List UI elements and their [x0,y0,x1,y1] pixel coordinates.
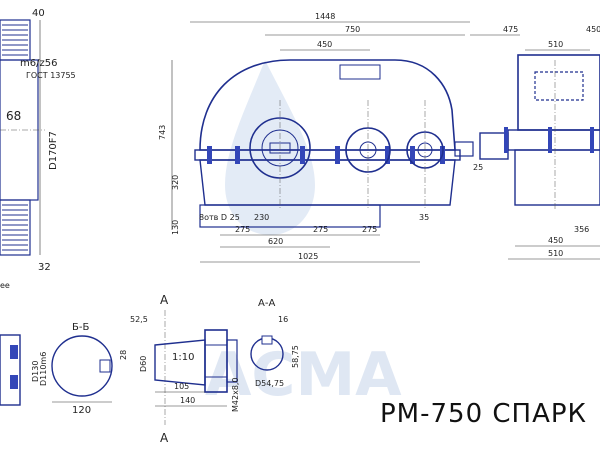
housing-base [199,159,456,206]
section-a: А А 52,5 1:10 D60 105 140 M42x8,0 [130,293,240,445]
side-dim-tl: 475 [503,25,518,34]
side-dim-tr: 450 [586,25,600,34]
shaft-dim-top: 40 [32,8,45,19]
side-housing-top [517,54,600,131]
main-dim-p3: 275 [362,225,377,234]
shaft-view: 40 m6/z56 ГОСТ 13755 68 D170F7 32 ее [0,8,76,290]
main-dim-mid: 750 [345,25,360,34]
section-aa: А-А 16 58,75 D54,75 [250,298,300,388]
aa-keyway [261,335,273,345]
a-dim-off: 52,5 [130,315,148,324]
left-small-view: D130 [0,334,40,406]
side-dim-b2: 450 [548,236,563,245]
housing-cover [199,59,456,151]
aa-dim-d: D54,75 [255,379,284,388]
bb-dim-d2: D110m6 [39,352,48,386]
main-dim-height: 743 [158,125,167,140]
a-label-bottom: А [160,431,169,445]
a-dim-d: D60 [139,356,148,372]
input-shaft [454,141,474,157]
main-view: 1448 750 450 743 320 130 25 [158,12,483,263]
side-flange [507,129,600,151]
bb-label: Б-Б [72,322,89,333]
left-small-body [0,334,21,406]
main-dim-axis: 320 [171,175,180,190]
aa-dim-w: 16 [278,315,288,324]
side-view: 475 510 450 356 450 510 [470,25,600,260]
bb-dim-key: 28 [119,350,128,360]
main-dim-inner: 450 [317,40,332,49]
side-input-shaft [479,132,509,160]
aa-label: А-А [258,298,275,309]
side-bolts [504,127,594,153]
main-dim-base: 130 [171,220,180,235]
main-dim-pitch1: 230 [254,213,269,222]
main-dim-step: 35 [419,213,429,222]
side-dim-tm: 510 [548,40,563,49]
main-dim-span: 620 [268,237,283,246]
main-dim-p2: 275 [313,225,328,234]
bb-dim-d1: D130 [31,361,40,382]
side-housing-base [514,149,600,206]
bb-keyway [99,359,111,373]
left-small-key-2 [10,375,18,389]
main-dim-length: 1025 [298,252,318,261]
aa-dim-h: 58,75 [291,345,300,368]
shaft-spline-bottom [0,199,31,256]
shaft-dim-standard: ГОСТ 13755 [26,71,76,80]
shaft-dim-len: 68 [6,109,21,123]
a-dim-taper: 1:10 [172,352,194,363]
shaft-dim-diam: D170F7 [48,131,59,170]
a-thread [226,339,238,383]
section-bb: Б-Б D110m6 28 120 [39,322,128,416]
side-hatch [534,71,584,101]
bb-dim-width: 120 [72,405,91,416]
main-dim-hole: 8отв D 25 [199,213,240,222]
shaft-dim-bottom: 32 [38,262,51,273]
housing-foot [199,204,381,228]
inspection-hatch [339,64,381,80]
side-dim-b3: 510 [548,249,563,258]
shaft-dim-cut: ее [0,281,10,290]
left-small-key [10,345,18,359]
main-dim-shaft-d: 25 [473,163,483,172]
main-dim-p1: 275 [235,225,250,234]
a-label-top: А [160,293,169,307]
shaft-spline-teeth [2,24,28,251]
shaft-dim-fit: m6/z56 [20,58,57,69]
drawing-title: РМ-750 СПАРК [380,399,587,429]
bb-circle [51,335,113,397]
a-dim-thread: M42x8,0 [231,377,240,412]
watermark-text: АСМА [205,340,402,410]
a-dim-l2: 140 [180,396,195,405]
side-dim-b1: 356 [574,225,589,234]
main-dim-total: 1448 [315,12,335,21]
a-dim-l1: 105 [174,382,189,391]
